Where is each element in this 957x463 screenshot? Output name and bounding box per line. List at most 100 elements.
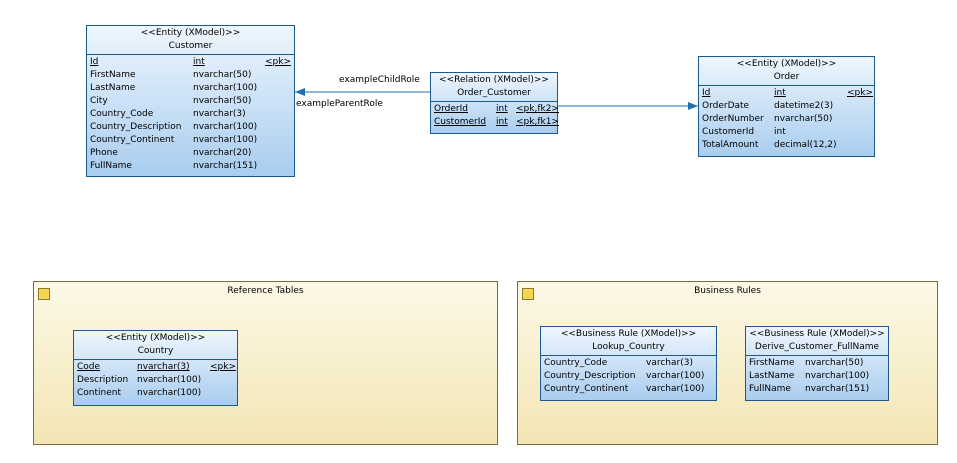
field-type: int [496,104,508,114]
entity-header: <<Entity (XModel)>> Order [699,57,874,86]
package-title: Reference Tables [227,286,304,296]
entity-name: Order [773,72,800,82]
field-name: FirstName [90,70,136,80]
field-row: Code nvarchar(3) <pk> [77,361,237,374]
package-title: Business Rules [694,286,761,296]
field-row: City nvarchar(50) [90,95,291,108]
field-name: Phone [90,148,118,158]
field-name: Country_Continent [90,135,175,145]
entity-header: <<Business Rule (XModel)>> Derive_Custom… [746,327,888,356]
child-role-label: exampleChildRole [339,75,420,85]
field-row: Continent nvarchar(100) [77,387,234,400]
field-key: <pk> [847,88,874,98]
field-name: OrderId [434,104,468,114]
field-type: nvarchar(100) [193,122,258,132]
lookup-country-rule[interactable]: <<Business Rule (XModel)>> Lookup_Countr… [540,326,717,401]
field-type: nvarchar(20) [193,148,252,158]
entity-stereotype: <<Entity (XModel)>> [736,59,837,69]
field-row: Country_Description nvarchar(100) [90,121,291,134]
field-row: FullName nvarchar(151) [90,160,291,173]
field-type: varchar(100) [646,371,705,381]
field-name: Description [77,375,129,385]
field-type: nvarchar(100) [137,388,202,398]
entity-header: <<Relation (XModel)>> Order_Customer [431,73,557,102]
arrowhead-order [688,102,698,110]
field-row: Phone nvarchar(20) [90,147,291,160]
field-type: nvarchar(100) [193,83,258,93]
field-name: CustomerId [702,127,755,137]
field-name: Country_Description [90,122,182,132]
entity-header: <<Business Rule (XModel)>> Lookup_Countr… [541,327,716,356]
field-type: datetime2(3) [774,101,834,111]
entity-stereotype: <<Relation (XModel)>> [439,75,549,85]
field-row: Country_Code varchar(3) [544,357,713,370]
entity-stereotype: <<Entity (XModel)>> [105,333,206,343]
field-type: varchar(3) [646,358,693,368]
package-icon [522,288,534,300]
field-type: nvarchar(50) [193,70,252,80]
entity-header: <<Entity (XModel)>> Customer [87,26,294,55]
entity-stereotype: <<Entity (XModel)>> [140,28,241,38]
derive-customer-fullname-rule[interactable]: <<Business Rule (XModel)>> Derive_Custom… [745,326,889,401]
field-row: Id int <pk> [90,56,291,69]
field-row: Country_Continent varchar(100) [544,383,713,396]
field-type: nvarchar(50) [193,96,252,106]
entity-name: Country [137,346,174,356]
field-name: Country_Code [90,109,154,119]
field-row: Country_Description varchar(100) [544,370,713,383]
field-name: OrderDate [702,101,750,111]
field-row: FirstName nvarchar(50) [90,69,291,82]
entity-header: <<Entity (XModel)>> Country [74,331,237,360]
field-name: TotalAmount [702,140,759,150]
package-icon [38,288,50,300]
field-type: decimal(12,2) [774,140,837,150]
entity-name: Derive_Customer_FullName [754,342,880,352]
field-name: Country_Continent [544,384,629,394]
field-name: City [90,96,108,106]
field-row: Description nvarchar(100) [77,374,234,387]
field-row: OrderDate datetime2(3) [702,100,871,113]
field-type: int [496,117,508,127]
field-name: Code [77,362,101,372]
field-type: int [774,88,786,98]
field-name: FullName [749,384,791,394]
field-type: nvarchar(50) [774,114,833,124]
entity-stereotype: <<Business Rule (XModel)>> [560,329,697,339]
field-key: <pk> [210,362,237,372]
field-name: Country_Description [544,371,636,381]
field-name: FullName [90,161,132,171]
field-name: CustomerId [434,117,487,127]
field-type: nvarchar(100) [137,375,202,385]
field-type: nvarchar(100) [805,371,870,381]
field-key: <pk,fk1> [516,117,559,127]
field-type: varchar(100) [646,384,705,394]
field-name: LastName [90,83,136,93]
field-name: Continent [77,388,121,398]
field-name: LastName [749,371,795,381]
customer-entity[interactable]: <<Entity (XModel)>> Customer Id int <pk> F… [86,25,295,177]
field-key: <pk> [265,57,292,67]
field-type: nvarchar(3) [137,362,190,372]
country-entity[interactable]: <<Entity (XModel)>> Country Code nvarchar… [73,330,238,406]
field-type: nvarchar(151) [193,161,258,171]
entity-stereotype: <<Business Rule (XModel)>> [749,329,885,339]
field-name: Country_Code [544,358,608,368]
order-customer-relation[interactable]: <<Relation (XModel)>> Order_Customer Ord… [430,72,559,134]
field-row: LastName nvarchar(100) [90,82,291,95]
field-row: FullName nvarchar(151) [749,383,885,396]
field-name: Id [90,57,99,67]
field-key: <pk,fk2> [516,104,559,114]
field-type: int [193,57,205,67]
field-type: nvarchar(3) [193,109,246,119]
parent-role-label: exampleParentRole [296,99,383,109]
field-row: LastName nvarchar(100) [749,370,885,383]
field-type: nvarchar(50) [805,358,864,368]
field-row: Country_Code nvarchar(3) [90,108,291,121]
field-type: nvarchar(151) [805,384,870,394]
